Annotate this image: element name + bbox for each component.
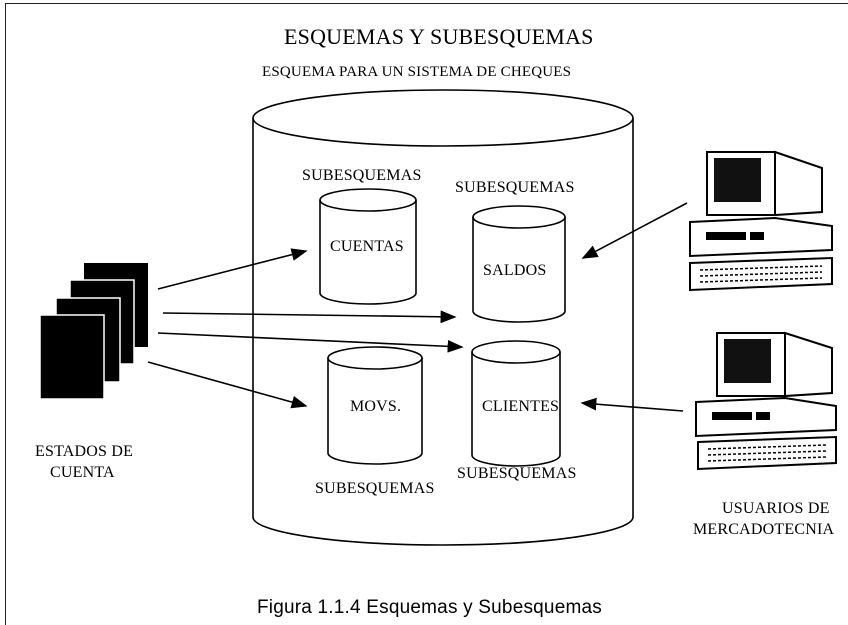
subschema-label: SUBESQUEMAS bbox=[457, 465, 577, 482]
subschema-name-clientes: CLIENTES bbox=[482, 398, 560, 415]
users-label-line2: MERCADOTECNIA bbox=[693, 521, 835, 538]
subschema-name-saldos: SALDOS bbox=[483, 262, 547, 279]
figure-frame bbox=[5, 3, 848, 625]
main-schema-cylinder bbox=[252, 89, 634, 546]
arrows-from-statements bbox=[147, 248, 464, 409]
subschema-label: SUBESQUEMAS bbox=[302, 167, 422, 184]
computer-icon bbox=[689, 150, 833, 292]
statements-label-line1: ESTADOS DE bbox=[35, 443, 134, 460]
subschema-cylinder-cuentas bbox=[319, 188, 417, 305]
subschema-cylinder-saldos bbox=[472, 205, 566, 323]
subschema-cylinder-movs bbox=[327, 346, 423, 465]
figure-caption: Figura 1.1.4 Esquemas y Subesquemas bbox=[257, 597, 602, 618]
computer-icon bbox=[695, 331, 837, 471]
users-label-line1: USUARIOS DE bbox=[722, 500, 830, 517]
subschema-label: SUBESQUEMAS bbox=[315, 480, 435, 497]
subschema-cylinder-clientes bbox=[471, 340, 561, 467]
diagram-title: ESQUEMAS Y SUBESQUEMAS bbox=[284, 24, 594, 49]
statements-label-line2: CUENTA bbox=[50, 464, 115, 481]
subschema-name-cuentas: CUENTAS bbox=[330, 238, 404, 255]
arrows-from-users bbox=[580, 202, 688, 412]
diagram-subtitle: ESQUEMA PARA UN SISTEMA DE CHEQUES bbox=[262, 64, 572, 80]
account-statements-stack-icon bbox=[39, 263, 148, 400]
subschema-name-movs: MOVS. bbox=[350, 398, 402, 415]
subschema-label: SUBESQUEMAS bbox=[455, 179, 575, 196]
